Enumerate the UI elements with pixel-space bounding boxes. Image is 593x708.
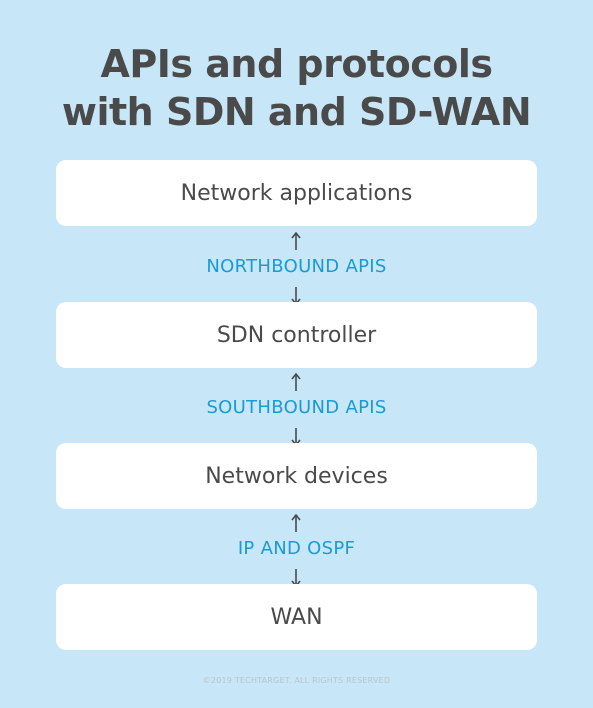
layer-network-devices: Network devices xyxy=(56,443,537,509)
copyright-footer: ©2019 TECHTARGET. ALL RIGHTS RESERVED xyxy=(202,676,391,685)
layer-sdn-controller: SDN controller xyxy=(56,302,537,368)
layer-label: SDN controller xyxy=(216,322,377,348)
connector-southbound: SOUTHBOUND APIS xyxy=(0,372,593,447)
connector-ip-ospf: IP AND OSPF xyxy=(0,513,593,588)
up-arrow-icon xyxy=(291,372,301,391)
title-line-1: APIs and protocols xyxy=(100,42,493,86)
up-arrow-icon xyxy=(291,513,301,532)
connector-label: SOUTHBOUND APIS xyxy=(206,397,387,418)
title-line-2: with SDN and SD-WAN xyxy=(61,90,532,134)
up-arrow-icon xyxy=(291,231,301,250)
layer-network-applications: Network applications xyxy=(56,160,537,226)
connector-northbound: NORTHBOUND APIS xyxy=(0,231,593,306)
layer-label: Network applications xyxy=(180,180,413,206)
layer-wan: WAN xyxy=(56,584,537,650)
layer-label: Network devices xyxy=(205,463,388,489)
diagram-title: APIs and protocols with SDN and SD-WAN xyxy=(0,40,593,136)
connector-label: IP AND OSPF xyxy=(237,538,356,559)
layer-label: WAN xyxy=(270,604,323,630)
connector-label: NORTHBOUND APIS xyxy=(206,256,387,277)
